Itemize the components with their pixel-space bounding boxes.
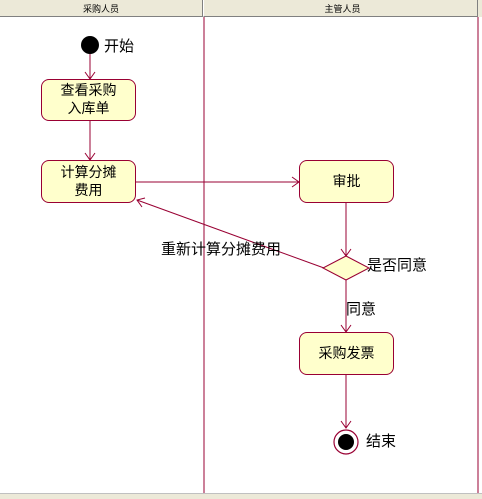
lane-header-purchaser: 采购人员 xyxy=(0,0,203,17)
activity-calc-cost[interactable]: 计算分摊 费用 xyxy=(41,160,136,203)
arrowhead-calc-reject xyxy=(136,197,146,208)
decision-label: 是否同意 xyxy=(367,256,428,274)
end-label: 结束 xyxy=(366,432,397,450)
activity-approve[interactable]: 审批 xyxy=(299,160,394,203)
start-node[interactable] xyxy=(81,36,99,54)
reject-edge-label: 重新计算分摊费用 xyxy=(161,240,282,258)
end-node-core xyxy=(338,434,354,450)
activity-invoice[interactable]: 采购发票 xyxy=(299,332,394,375)
agree-edge-label: 同意 xyxy=(346,300,377,318)
activity-view-order[interactable]: 查看采购 入库单 xyxy=(41,79,136,121)
arrowhead-end xyxy=(340,420,352,429)
edge-decision-calc xyxy=(136,199,325,269)
header-edge xyxy=(477,0,482,17)
start-label: 开始 xyxy=(104,37,135,55)
decision-diamond[interactable] xyxy=(321,255,371,281)
bottom-strip xyxy=(0,493,482,499)
